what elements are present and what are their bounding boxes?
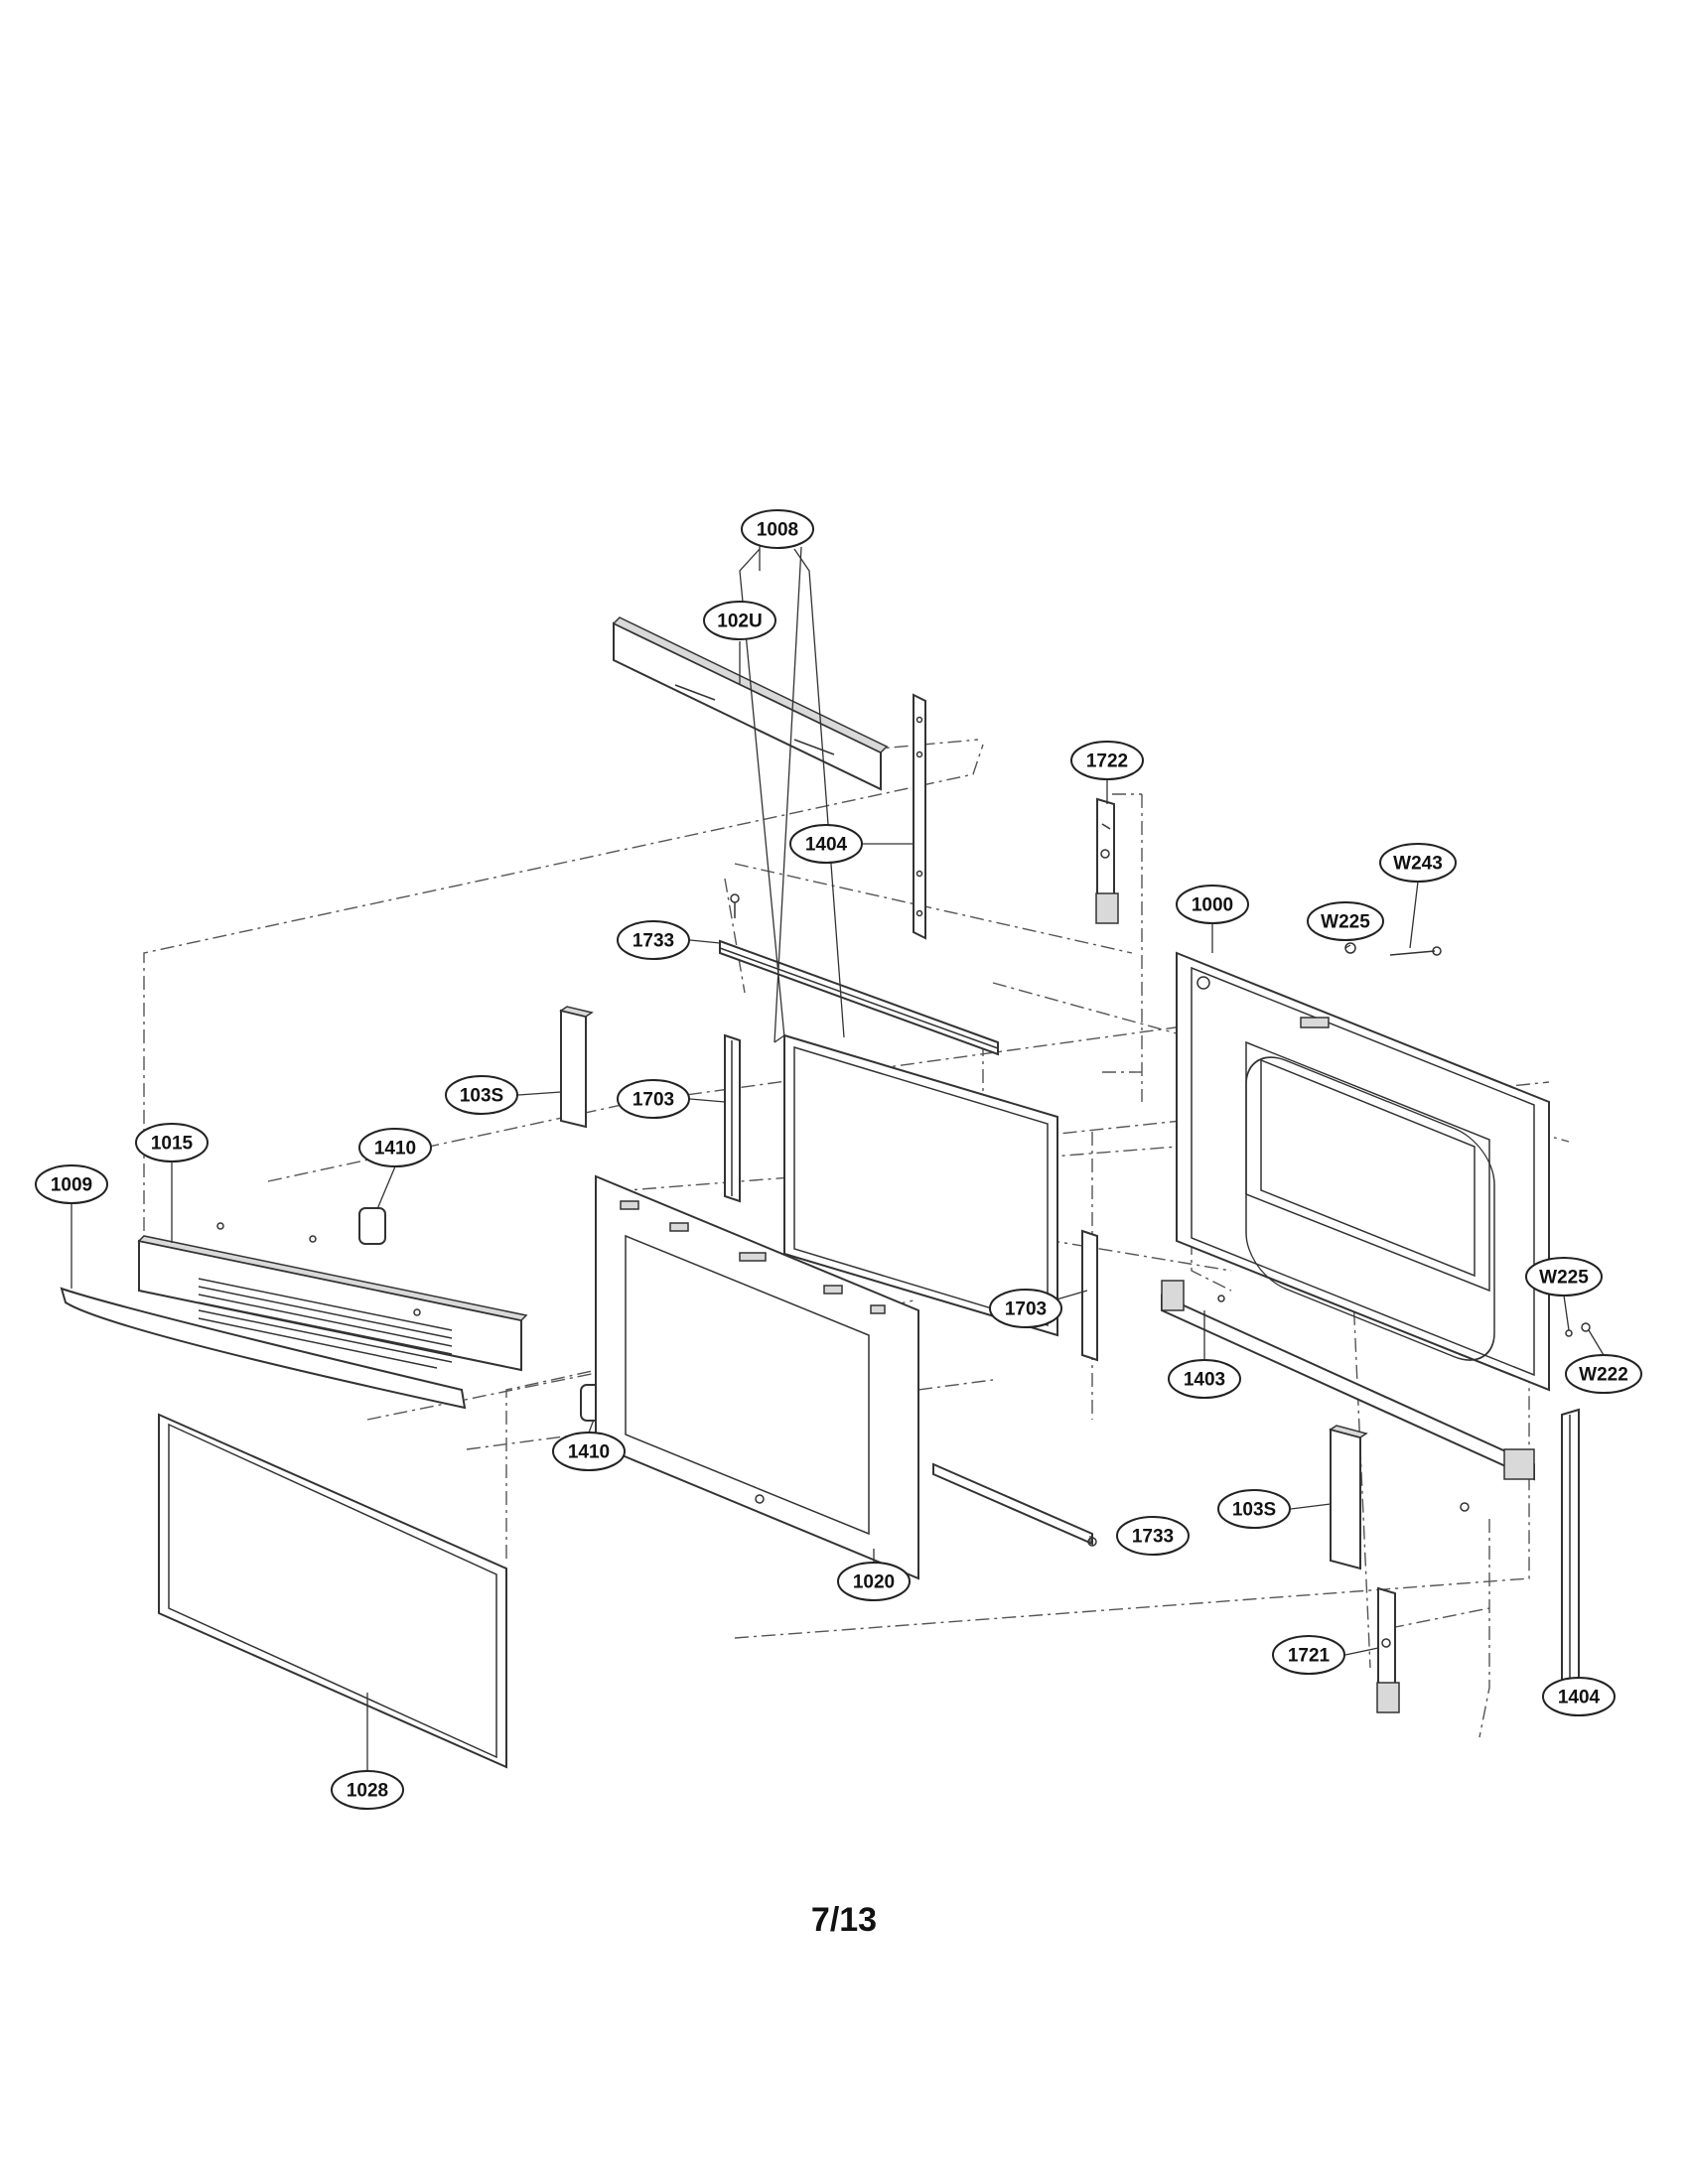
callout-w243-text: W243 bbox=[1393, 854, 1443, 875]
callout-w222-text: W222 bbox=[1579, 1365, 1628, 1386]
callout-1028: 1028 bbox=[331, 1770, 404, 1810]
part-1722-hinge bbox=[1095, 797, 1119, 924]
part-1703-right-channel bbox=[1081, 1229, 1098, 1362]
part-1015-control-panel bbox=[137, 1235, 528, 1372]
part-1009-handle bbox=[60, 1287, 467, 1410]
callout-1403: 1403 bbox=[1168, 1359, 1241, 1399]
callout-1028-text: 1028 bbox=[347, 1781, 388, 1802]
callout-1410-top: 1410 bbox=[358, 1128, 432, 1167]
callout-103s-left-text: 103S bbox=[460, 1086, 503, 1107]
callout-102u: 102U bbox=[703, 601, 776, 640]
part-103s-right-insulation bbox=[1329, 1425, 1368, 1570]
callout-w225-right: W225 bbox=[1525, 1257, 1603, 1297]
callout-1404-top-text: 1404 bbox=[805, 835, 848, 856]
callout-102u-text: 102U bbox=[717, 612, 762, 632]
callout-1009: 1009 bbox=[35, 1164, 108, 1204]
callout-1703-left-text: 1703 bbox=[633, 1090, 674, 1111]
callout-1404-top: 1404 bbox=[789, 824, 863, 864]
callout-1703-left: 1703 bbox=[617, 1079, 690, 1119]
part-1020-outer-door-frame bbox=[595, 1174, 919, 1580]
callout-1410-top-text: 1410 bbox=[374, 1139, 416, 1160]
callout-1404-bottom: 1404 bbox=[1542, 1677, 1616, 1716]
callout-1020-text: 1020 bbox=[853, 1572, 895, 1593]
callout-1000: 1000 bbox=[1176, 885, 1249, 924]
callout-w243: W243 bbox=[1379, 843, 1457, 883]
part-103s-left-insulation bbox=[559, 1006, 594, 1129]
callout-w225-top: W225 bbox=[1307, 901, 1384, 941]
part-1008-inner-glass bbox=[774, 1033, 1058, 1337]
callout-1722: 1722 bbox=[1070, 741, 1144, 780]
callout-1703-right: 1703 bbox=[989, 1289, 1062, 1328]
callout-103s-right: 103S bbox=[1217, 1489, 1291, 1529]
callout-1015-text: 1015 bbox=[151, 1134, 194, 1155]
callout-1703-right-text: 1703 bbox=[1005, 1299, 1047, 1320]
fasteners-top-right bbox=[1344, 942, 1442, 956]
callout-1410-bottom: 1410 bbox=[552, 1432, 626, 1471]
callout-1404-bottom-text: 1404 bbox=[1558, 1688, 1601, 1708]
callout-1721: 1721 bbox=[1272, 1635, 1345, 1675]
callout-w225-top-text: W225 bbox=[1321, 912, 1370, 933]
callout-1733-top: 1733 bbox=[617, 920, 690, 960]
callout-1015: 1015 bbox=[135, 1123, 209, 1162]
callout-1009-text: 1009 bbox=[51, 1175, 92, 1196]
callout-1733-bottom-text: 1733 bbox=[1132, 1527, 1174, 1548]
page-number: 7/13 bbox=[810, 1901, 878, 1939]
callout-1403-text: 1403 bbox=[1184, 1370, 1225, 1391]
callout-1722-text: 1722 bbox=[1086, 751, 1128, 772]
callout-103s-left: 103S bbox=[445, 1075, 518, 1115]
misc-screws bbox=[216, 1222, 1591, 1547]
part-102u-top-trim bbox=[612, 616, 889, 791]
callout-103s-right-text: 103S bbox=[1232, 1500, 1276, 1521]
callout-1020: 1020 bbox=[837, 1562, 911, 1601]
callout-1410-bottom-text: 1410 bbox=[568, 1442, 610, 1463]
part-1028-outer-glass bbox=[158, 1413, 507, 1769]
callout-1733-bottom: 1733 bbox=[1116, 1516, 1190, 1556]
leader-lines bbox=[70, 546, 1605, 1772]
part-1721-hinge bbox=[1376, 1586, 1400, 1713]
part-1404-bottom-bracket bbox=[1561, 1408, 1580, 1685]
callout-w225-right-text: W225 bbox=[1539, 1268, 1589, 1289]
part-1703-left-channel bbox=[724, 1033, 741, 1203]
part-1404-top-bracket bbox=[913, 693, 926, 940]
callout-1008: 1008 bbox=[741, 509, 814, 549]
part-1000-inner-door-frame bbox=[1176, 951, 1550, 1392]
callout-w222: W222 bbox=[1565, 1354, 1642, 1394]
callout-1733-top-text: 1733 bbox=[633, 931, 674, 952]
part-1733-top-rail bbox=[719, 893, 999, 1056]
callout-1721-text: 1721 bbox=[1288, 1646, 1331, 1667]
part-1733-bottom-rail bbox=[932, 1462, 1093, 1546]
part-1403-bottom-rail bbox=[1161, 1280, 1535, 1481]
callout-1008-text: 1008 bbox=[757, 520, 798, 541]
callout-1000-text: 1000 bbox=[1192, 895, 1233, 916]
